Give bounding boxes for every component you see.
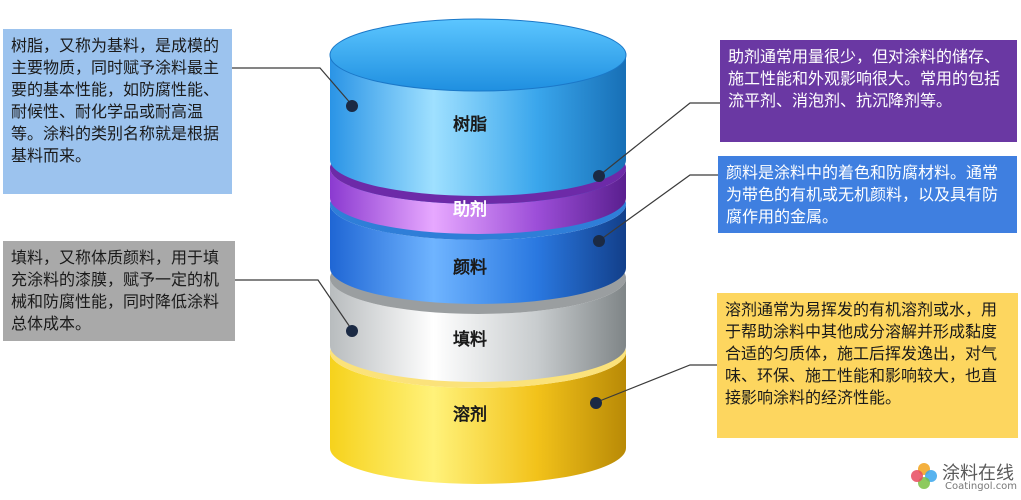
filler-description: 填料，又称体质颜料，用于填充涂料的漆膜，赋予一定的机械和防腐性能，同时降低涂料总…: [3, 241, 235, 341]
coatingol-logo: 涂料在线 Coatingol.com: [909, 458, 1019, 496]
layer-label-additive: 助剂: [453, 199, 487, 220]
marker-dot-filler: [346, 325, 358, 337]
layer-label-filler: 填料: [453, 329, 487, 350]
additive-description: 助剂通常用量很少，但对涂料的储存、施工性能和外观影响很大。常用的包括流平剂、消泡…: [720, 40, 1017, 142]
marker-dot-solvent: [590, 397, 602, 409]
resin-top: [329, 18, 627, 92]
solvent-band: [330, 352, 626, 484]
layer-label-resin: 树脂: [453, 115, 487, 135]
layer-label-pigment: 颜料: [453, 257, 487, 278]
leader-line-filler: [235, 279, 353, 331]
pigment-description: 颜料是涂料中的着色和防腐材料。通常为带色的有机或无机颜料，以及具有防腐作用的金属…: [718, 156, 1017, 233]
solvent-description: 溶剂通常为易挥发的有机溶剂或水，用于帮助涂料中其他成分溶解并形成黏度合适的匀质体…: [717, 293, 1018, 438]
marker-dot-additive: [593, 170, 605, 182]
leader-line-pigment: [599, 174, 718, 241]
leader-line-solvent: [596, 364, 717, 403]
logo-site: Coatingol.com: [945, 481, 1018, 492]
marker-dot-pigment: [593, 235, 605, 247]
marker-dot-resin: [346, 100, 358, 112]
resin-band: [330, 55, 626, 196]
resin-description: 树脂，又称为基料，是成模的主要物质，同时赋予涂料最主要的基本性能，如防腐性能、耐…: [3, 29, 232, 194]
filler-band: [330, 278, 626, 382]
logo-name: 涂料在线: [942, 463, 1014, 484]
pigment-band: [330, 204, 626, 304]
layer-label-solvent: 溶剂: [453, 404, 487, 425]
leader-line-resin: [232, 67, 353, 106]
leader-line-additive: [599, 102, 720, 176]
flower-logo-icon: [911, 463, 937, 489]
additive-band: [330, 168, 626, 234]
